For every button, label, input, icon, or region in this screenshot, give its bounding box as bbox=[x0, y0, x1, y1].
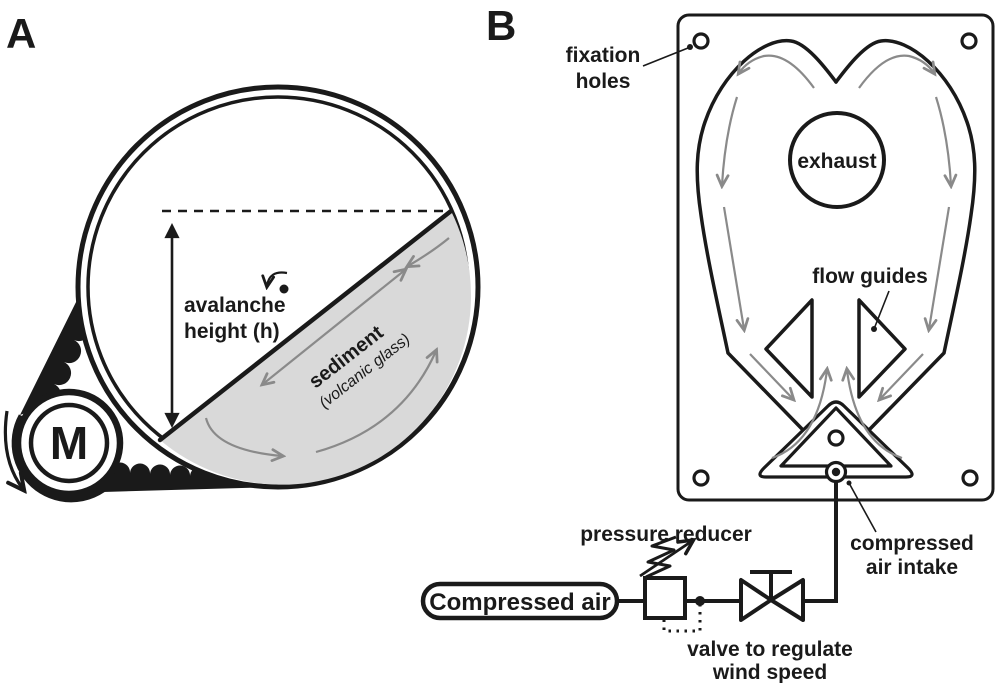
flow-guide-right bbox=[857, 298, 907, 399]
slope-parallel-arrow bbox=[263, 270, 405, 384]
air-intake-dot bbox=[831, 467, 841, 477]
fixation-holes-leader-line bbox=[642, 47, 689, 67]
valve-label-line1: valve to regulate bbox=[687, 638, 853, 661]
center-updraft-arrow-left bbox=[771, 370, 827, 460]
intake-label-line1: compressed bbox=[850, 532, 974, 555]
panel-b-label: B bbox=[486, 2, 516, 49]
motor-rotation-arrow bbox=[3, 410, 23, 489]
wind-flow-arrows bbox=[722, 54, 951, 460]
valve-label-line2: wind speed bbox=[712, 661, 827, 683]
panel-a-label: A bbox=[6, 10, 36, 57]
rising-circulation-arrow bbox=[315, 351, 436, 454]
fixation-holes-label-line2: holes bbox=[576, 70, 631, 93]
pressure-reducer-spring bbox=[645, 535, 677, 579]
right-side-flow-arrow-lower bbox=[929, 206, 951, 329]
flow-guides-leader-line bbox=[873, 290, 890, 330]
flow-guides-leader-dot bbox=[871, 326, 877, 332]
right-channel-flow-arrow bbox=[880, 353, 924, 399]
spreader-hole bbox=[827, 429, 845, 447]
fixation-hole-top-right bbox=[960, 32, 978, 50]
intake-label-line2: air intake bbox=[866, 556, 958, 579]
left-side-flow-arrow-upper bbox=[722, 96, 739, 185]
right-side-flow-arrow-upper bbox=[934, 96, 951, 185]
pressure-reducer-adjust-arrow bbox=[639, 541, 692, 578]
bottom-circulation-arrow bbox=[204, 417, 282, 456]
air-supply-circuit: Compressed air pressure reducer valve to… bbox=[420, 481, 853, 683]
exhaust-port bbox=[788, 111, 886, 209]
compressed-air-source-label: Compressed air bbox=[429, 589, 610, 616]
chamber-outline bbox=[695, 39, 977, 432]
compressed-air-source bbox=[420, 581, 620, 621]
motor-letter: M bbox=[50, 417, 88, 469]
fixation-holes-leader-dot bbox=[687, 44, 693, 50]
pressure-reducer-label: pressure reducer bbox=[580, 523, 752, 546]
crest-circulation-arrow bbox=[408, 237, 450, 266]
center-updraft-arrow-right bbox=[847, 370, 903, 460]
sediment-flow-arrows bbox=[204, 237, 450, 456]
chamber-wall-left bbox=[695, 39, 838, 432]
fixation-hole-top-left bbox=[692, 32, 710, 50]
flow-guides-label: flow guides bbox=[812, 265, 928, 288]
flow-guide-left bbox=[764, 298, 814, 399]
pressure-reducer-box bbox=[643, 576, 687, 620]
chamber-wall-right bbox=[834, 39, 977, 432]
avalanche-height-label-line2: height (h) bbox=[184, 320, 280, 343]
valve-right-triangle bbox=[769, 578, 805, 622]
intake-leader-line bbox=[848, 482, 877, 533]
panel-a-rotating-drum: A M avalanche height (h) bbox=[3, 10, 481, 503]
pipe-valve-to-intake bbox=[805, 481, 838, 603]
motor-inner-circle bbox=[28, 402, 110, 484]
left-channel-flow-arrow bbox=[749, 353, 793, 399]
top-right-flow-arrow bbox=[858, 54, 934, 89]
fixation-holes-label-line1: fixation bbox=[566, 44, 641, 67]
left-side-flow-arrow-lower bbox=[722, 206, 744, 329]
intake-leader-dot bbox=[846, 480, 852, 486]
drum-center-dot bbox=[279, 284, 289, 294]
avalanche-height-label-line1: avalanche bbox=[184, 294, 286, 317]
panel-b-wind-tunnel: B exhaust bbox=[486, 2, 995, 579]
valve-left-triangle bbox=[739, 578, 773, 622]
fixation-hole-bottom-left bbox=[692, 469, 710, 487]
pipe-junction-dot bbox=[695, 596, 705, 606]
exhaust-label: exhaust bbox=[797, 150, 876, 173]
top-left-flow-arrow bbox=[739, 54, 815, 89]
fixation-hole-bottom-right bbox=[961, 469, 979, 487]
drive-belt-lower-run bbox=[103, 462, 276, 492]
